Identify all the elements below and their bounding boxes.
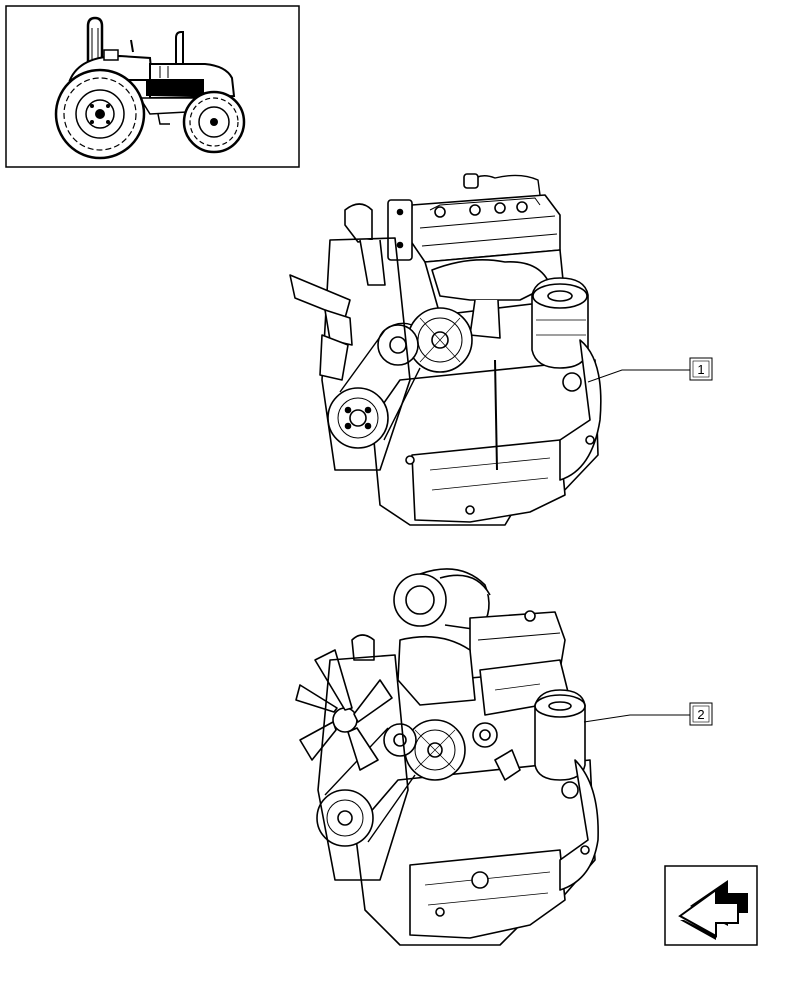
arrow-back-icon[interactable] [664, 865, 758, 946]
callout-2-label: 2 [697, 707, 704, 722]
engine-assembly-1 [289, 173, 602, 526]
callout-1-label: 1 [697, 362, 704, 377]
engine-highlight [146, 79, 204, 96]
callout-2: 2 [583, 702, 713, 726]
callout-1: 1 [587, 357, 713, 383]
engine-assembly-2 [295, 568, 599, 946]
tractor-thumbnail-icon [5, 5, 300, 168]
